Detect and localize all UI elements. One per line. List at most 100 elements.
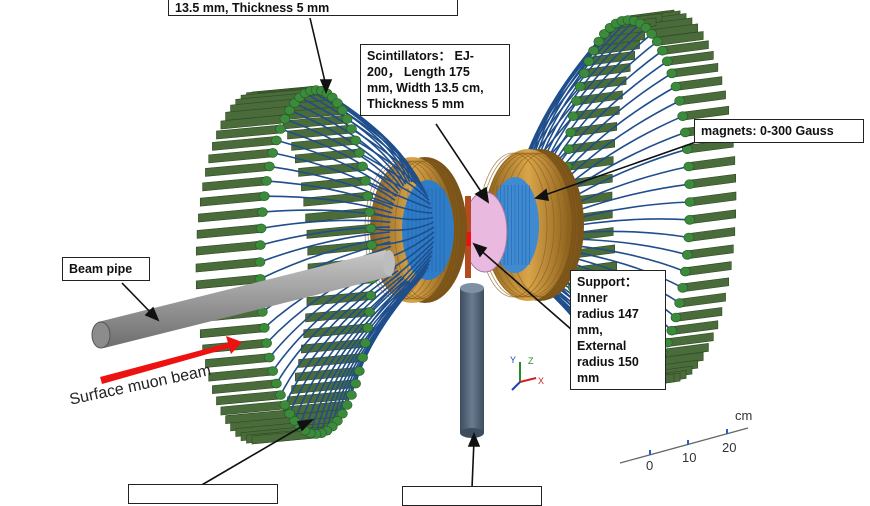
sipm-dot bbox=[254, 257, 266, 267]
scale-tick-0: 0 bbox=[646, 458, 654, 473]
sipm-dot bbox=[683, 161, 695, 172]
sipm-dot bbox=[567, 111, 579, 121]
callout-top-partial: 13.5 mm, Thickness 5 mm bbox=[168, 0, 458, 16]
scintillator-bar bbox=[689, 173, 737, 189]
axes-triad: Z Y X bbox=[510, 355, 544, 391]
sipm-dot bbox=[670, 81, 682, 92]
right-magnet-coil bbox=[478, 149, 584, 301]
scint-line-1: Scintillators： EJ- bbox=[367, 49, 474, 63]
fiber bbox=[304, 280, 409, 431]
fiber bbox=[310, 90, 411, 183]
sipm-dot bbox=[353, 366, 365, 376]
support-line-3: radius 147 bbox=[577, 307, 639, 321]
sipm-dot bbox=[679, 127, 691, 138]
scale-tick-20: 20 bbox=[722, 440, 737, 455]
fiber bbox=[370, 221, 434, 232]
scintillator-bar bbox=[689, 209, 737, 225]
sipm-dot bbox=[284, 105, 295, 116]
fiber bbox=[289, 109, 403, 189]
sipm-dot bbox=[574, 81, 586, 92]
scintillator-bar bbox=[671, 62, 719, 78]
scintillator-bar bbox=[198, 207, 263, 223]
fiber bbox=[358, 152, 430, 201]
callout-scintillators: Scintillators： EJ- 200， Length 175 mm, W… bbox=[360, 44, 510, 116]
sipm-dot bbox=[271, 378, 282, 389]
scintillator-bar bbox=[679, 292, 726, 308]
fiber bbox=[362, 165, 431, 205]
scintillator-bar bbox=[208, 148, 274, 164]
sipm-dot bbox=[364, 307, 375, 317]
sipm-dot bbox=[337, 105, 348, 116]
sipm-dot bbox=[267, 148, 279, 158]
sipm-dot bbox=[677, 111, 689, 121]
sipm-dot bbox=[337, 408, 348, 419]
sipm-dot bbox=[365, 290, 377, 301]
sipm-dot bbox=[362, 322, 374, 333]
scint-line-3: mm, Width 13.5 cm, bbox=[367, 81, 484, 95]
sipm-dot bbox=[341, 400, 353, 410]
fiber bbox=[264, 195, 392, 214]
fiber bbox=[279, 270, 399, 396]
sipm-dot bbox=[357, 352, 368, 363]
sipm-dot bbox=[683, 232, 695, 243]
left-sipm-ring bbox=[254, 85, 378, 439]
fiber bbox=[260, 226, 391, 246]
surface-muon-beam-arrow bbox=[100, 336, 242, 384]
sipm-dot bbox=[681, 250, 693, 260]
beam-pipe bbox=[91, 250, 395, 349]
support-line-2: Inner bbox=[577, 291, 608, 305]
fiber bbox=[326, 280, 417, 431]
sipm-dot bbox=[593, 36, 605, 47]
fiber bbox=[365, 180, 432, 210]
fiber bbox=[288, 275, 403, 415]
scintillator-bar bbox=[675, 76, 723, 91]
callout-leaders bbox=[121, 17, 697, 489]
sipm-dot bbox=[362, 191, 374, 201]
beam-pipe-text: Beam pipe bbox=[69, 262, 133, 276]
fiber bbox=[272, 152, 396, 201]
sipm-dot bbox=[565, 127, 577, 138]
sipm-dot bbox=[258, 191, 270, 201]
support-line-4: mm, bbox=[577, 323, 603, 337]
sipm-dot bbox=[598, 29, 610, 39]
fiber bbox=[304, 92, 409, 184]
callout-beam-pipe: Beam pipe bbox=[62, 257, 150, 281]
sipm-dot bbox=[267, 366, 279, 376]
sipm-dot bbox=[578, 68, 590, 79]
scintillator-bar bbox=[212, 379, 277, 394]
fiber bbox=[262, 209, 392, 219]
callout-top-text: 13.5 mm, Thickness 5 mm bbox=[175, 1, 330, 15]
fiber bbox=[315, 281, 413, 435]
callout-bottom-mid-partial bbox=[402, 486, 542, 506]
scintillator-bar bbox=[306, 224, 372, 239]
support-line-5: External bbox=[577, 339, 627, 353]
sipm-dot bbox=[670, 312, 682, 323]
fiber bbox=[367, 195, 433, 214]
scale-bar bbox=[619, 427, 749, 464]
sipm-dot bbox=[563, 144, 575, 154]
sipm-dot bbox=[289, 416, 300, 426]
scintillator-bar bbox=[687, 244, 734, 260]
sipm-dot bbox=[360, 338, 371, 348]
scintillator-bar bbox=[682, 277, 729, 293]
fiber bbox=[266, 180, 393, 210]
scintillator-bar bbox=[684, 261, 732, 276]
fiber bbox=[320, 281, 415, 434]
fiber bbox=[309, 281, 411, 434]
scintillator-bar bbox=[688, 227, 736, 242]
sipm-dot bbox=[284, 408, 295, 419]
sipm-dot bbox=[350, 135, 361, 146]
scintillator-bar bbox=[675, 307, 723, 322]
sipm-dot bbox=[341, 114, 353, 124]
fiber bbox=[298, 279, 407, 427]
sipm-dot bbox=[279, 114, 291, 124]
sipm-dot bbox=[661, 56, 673, 67]
scintillator-bar bbox=[205, 162, 270, 177]
scintillator-bar bbox=[208, 366, 274, 382]
support-line-6: radius 150 bbox=[577, 355, 639, 369]
fiber bbox=[371, 226, 435, 246]
callout-bottom-left-partial bbox=[128, 484, 278, 504]
fiber bbox=[369, 211, 434, 221]
fiber bbox=[259, 231, 391, 263]
sipm-dot bbox=[258, 322, 270, 333]
